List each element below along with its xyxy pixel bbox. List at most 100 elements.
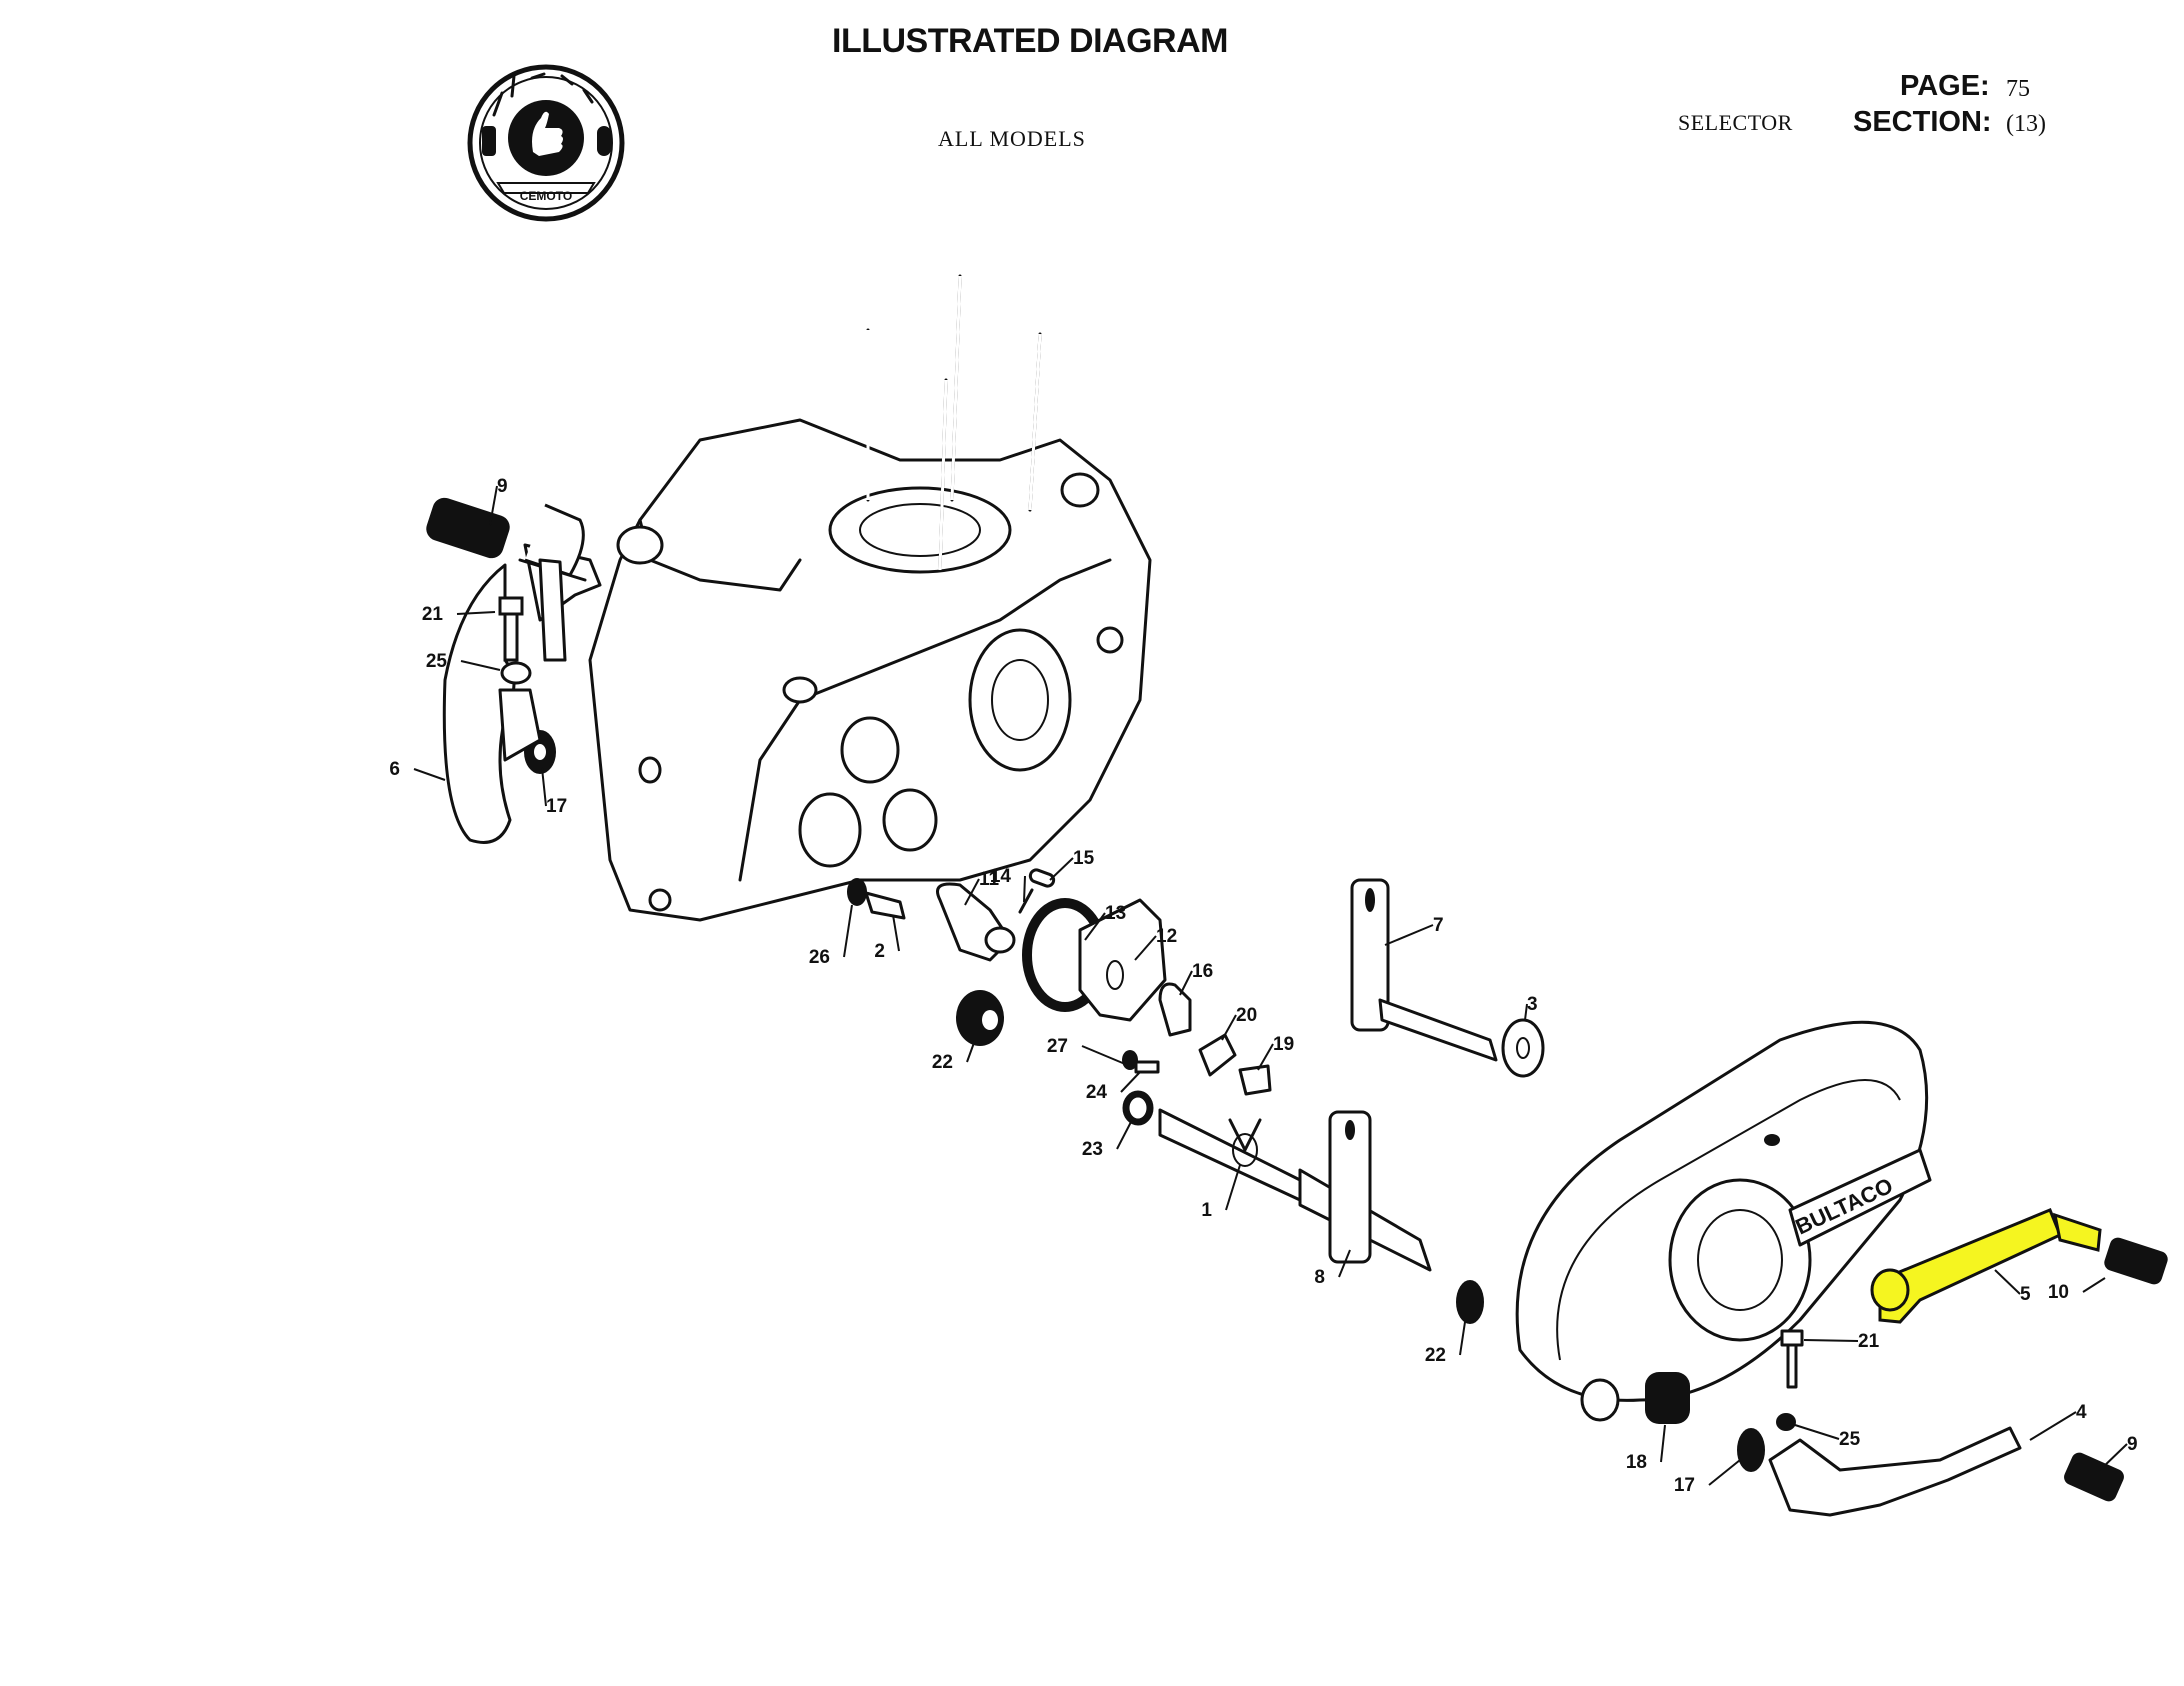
selector-shaft <box>1158 1108 1432 1272</box>
callout-leader-line <box>489 485 498 526</box>
callout-leader-line <box>843 904 853 958</box>
selector-lever-7 <box>1350 878 1545 1078</box>
part-19-stop <box>1238 1064 1272 1096</box>
callout-leader-line <box>1660 1424 1666 1463</box>
part-20-bracket <box>1198 1033 1237 1077</box>
thumbs-up-icon <box>532 111 563 156</box>
part-14-spring <box>1018 888 1034 914</box>
callout-leader-line <box>1221 1014 1237 1041</box>
part-18-bushing <box>1645 1372 1690 1424</box>
callout-number: 2 <box>874 941 885 962</box>
callout-number: 3 <box>1527 994 1538 1015</box>
callout-leader-line <box>1994 1269 2021 1295</box>
callout-number: 9 <box>497 476 508 497</box>
callout-8: 8 <box>1314 1249 1351 1288</box>
callout-25: 25 <box>426 651 501 672</box>
diagram-title: ILLUSTRATED DIAGRAM <box>832 22 1228 60</box>
models-label: ALL MODELS <box>938 126 1086 151</box>
callout-21: 21 <box>1803 1331 1880 1352</box>
callout-4: 4 <box>2029 1402 2087 1441</box>
callout-number: 22 <box>932 1052 953 1073</box>
callout-20: 20 <box>1221 1005 1257 1041</box>
section-label: SECTION: <box>1853 106 1992 138</box>
part-27 <box>1122 1050 1138 1070</box>
callout-leader-line <box>2029 1411 2077 1441</box>
callout-leader-line <box>892 914 900 952</box>
callout-leader-line <box>964 878 980 906</box>
callout-leader-line <box>1794 1424 1840 1440</box>
callout-leader-line <box>1179 970 1193 996</box>
callout-leader-line <box>1338 1249 1351 1278</box>
callout-21: 21 <box>422 604 496 625</box>
callout-leader-line <box>2099 1443 2128 1471</box>
logo-subtitle: CEMOTO <box>520 189 572 203</box>
kickstart-lever-assembly <box>426 497 602 844</box>
callout-11: 11 <box>964 869 1000 906</box>
callout-number: 20 <box>1236 1005 1257 1026</box>
callout-number: 8 <box>1314 1267 1325 1288</box>
callout-25: 25 <box>1794 1424 1861 1450</box>
part-22-bushing <box>956 990 1004 1046</box>
callout-leader-line <box>966 1039 976 1063</box>
callout-leader-line <box>1084 912 1106 941</box>
callout-14: 14 <box>990 866 1026 903</box>
callout-number: 17 <box>1674 1475 1695 1496</box>
callout-number: 21 <box>1858 1331 1880 1352</box>
callout-number: 25 <box>1839 1429 1861 1450</box>
page-number: 75 <box>2006 76 2030 102</box>
callout-number: 13 <box>1105 903 1126 924</box>
callout-number: 22 <box>1425 1345 1446 1366</box>
callout-number: 25 <box>426 651 448 672</box>
callout-15: 15 <box>1049 848 1095 881</box>
callout-number: 6 <box>389 759 400 780</box>
section-number: (13) <box>2006 111 2046 137</box>
part-9-rubber-b <box>2064 1452 2124 1502</box>
callout-number: 15 <box>1073 848 1095 869</box>
crankcase <box>588 274 1152 922</box>
highlighted-part-5-kick-lever[interactable] <box>1870 1208 2102 1324</box>
callout-27: 27 <box>1047 1036 1126 1065</box>
part-4-gear-lever <box>1768 1426 2022 1517</box>
gear-lever-assembly <box>1456 1280 2124 1517</box>
part-3-washer <box>1501 1018 1545 1078</box>
callout-number: 7 <box>1433 915 1444 936</box>
callout-leader-line <box>1257 1043 1274 1071</box>
callout-2: 2 <box>874 914 900 962</box>
callout-leader-line <box>460 660 501 671</box>
callout-17: 17 <box>541 767 567 817</box>
callout-leader-line <box>456 611 496 615</box>
callout-10: 10 <box>2048 1277 2106 1303</box>
callout-22: 22 <box>932 1039 976 1073</box>
callout-number: 17 <box>546 796 567 817</box>
callout-leader-line <box>1120 1071 1141 1093</box>
callout-23: 23 <box>1082 1119 1133 1160</box>
callout-number: 27 <box>1047 1036 1068 1057</box>
callout-18: 18 <box>1626 1424 1666 1473</box>
callout-13: 13 <box>1084 903 1126 941</box>
part-22-bushing-b <box>1456 1280 1484 1324</box>
part-23-seal <box>1122 1090 1154 1126</box>
callout-9: 9 <box>2099 1434 2138 1471</box>
callout-number: 18 <box>1626 1452 1647 1473</box>
callout-leader-line <box>1225 1164 1241 1211</box>
callout-16: 16 <box>1179 961 1213 996</box>
callout-leader-line <box>1803 1339 1859 1342</box>
part-26-washer <box>847 878 867 906</box>
callout-leader-line <box>1049 857 1074 881</box>
callout-number: 26 <box>809 947 830 968</box>
callout-26: 26 <box>809 904 853 968</box>
callout-leader-line <box>1081 1045 1126 1065</box>
callout-1: 1 <box>1201 1164 1241 1221</box>
callout-leader-line <box>1023 875 1026 903</box>
part-12-plate <box>1078 898 1167 1022</box>
callout-leader-line <box>1459 1321 1466 1356</box>
part-2-bolt <box>864 891 906 920</box>
callout-number: 23 <box>1082 1139 1103 1160</box>
right-side-cover: BULTACO <box>1515 1020 1932 1422</box>
callout-22: 22 <box>1425 1321 1466 1366</box>
group-name: SELECTOR <box>1678 110 1793 135</box>
cover-badge <box>1788 1148 1932 1247</box>
part-16-pawl <box>1158 982 1192 1037</box>
page-label: PAGE: <box>1900 70 1990 102</box>
